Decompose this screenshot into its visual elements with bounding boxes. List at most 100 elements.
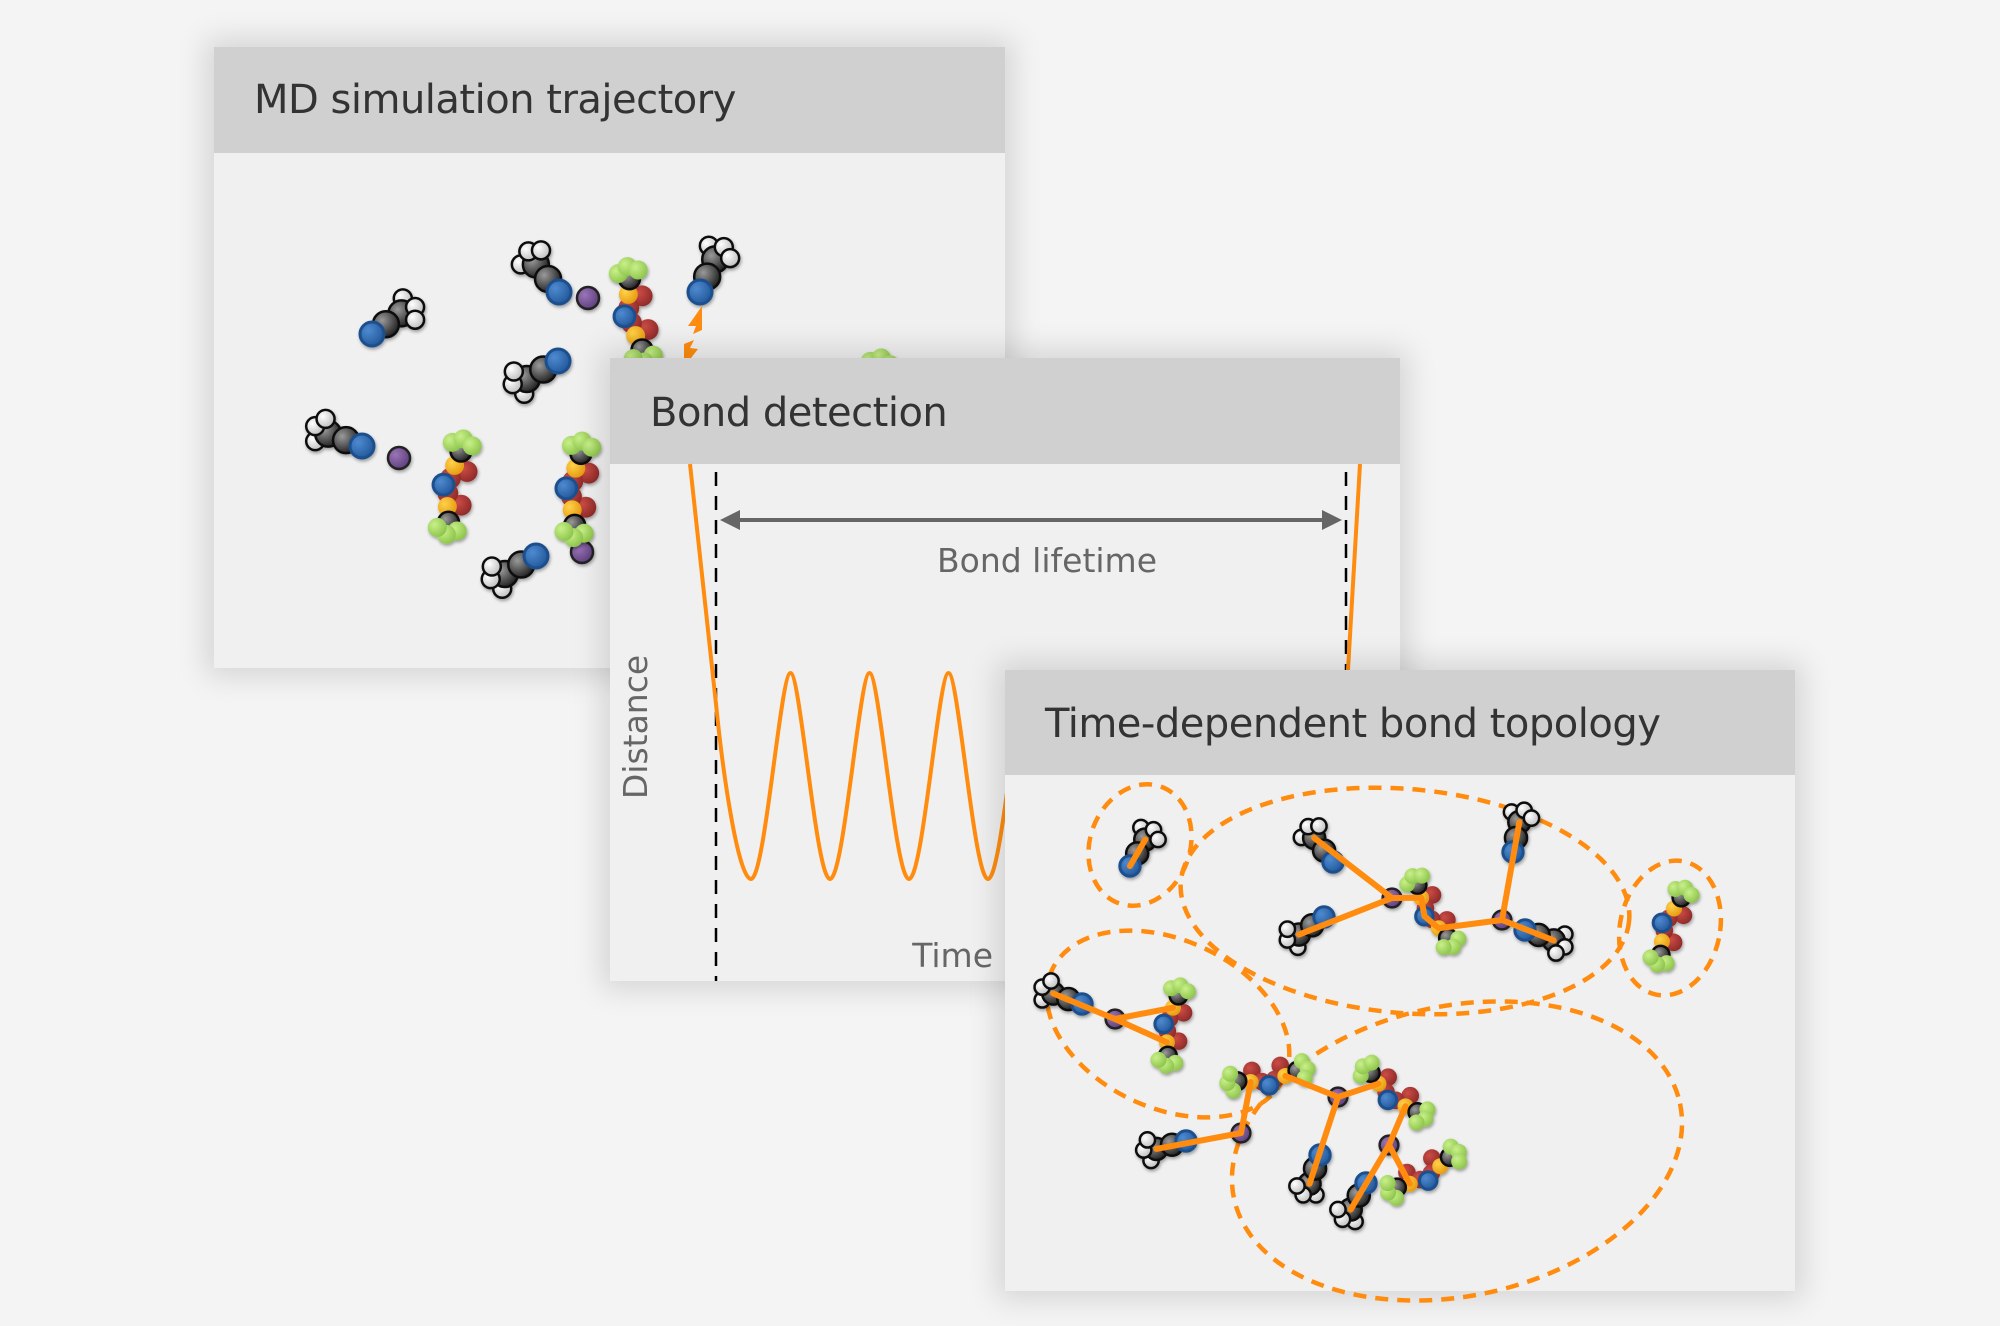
atom-hydrogen	[404, 309, 426, 330]
atom-fluorine	[1363, 1054, 1380, 1071]
atom-fluorine	[1683, 886, 1700, 903]
panel-bond-detection: Bond detection Bond lifetime Distance Ti…	[610, 358, 1400, 981]
atom-hydrogen	[315, 408, 336, 430]
atom-hydrogen	[1278, 920, 1297, 939]
atom-fluorine	[1413, 867, 1430, 884]
atom-fluorine	[1179, 983, 1196, 1000]
atom-oxygen	[1664, 933, 1683, 952]
atom-nitrogen	[554, 476, 579, 501]
acetonitrile-molecule	[510, 240, 573, 306]
atom-hydrogen	[1329, 1200, 1347, 1219]
acetonitrile-molecule	[304, 408, 376, 460]
anion-molecule	[554, 431, 602, 548]
atom-nitrogen	[1377, 1089, 1399, 1111]
atom-fluorine	[462, 436, 482, 456]
topology-scene	[1033, 782, 1724, 1303]
atom-nitrogen	[431, 472, 456, 497]
acetonitrile-molecule	[1278, 905, 1336, 957]
panel-bond-topology: Time-dependent bond topology	[1005, 670, 1795, 1303]
y-axis-label: Distance	[616, 655, 655, 799]
acetonitrile-molecule	[502, 347, 572, 405]
lithium-ion	[386, 445, 412, 471]
atom-fluorine	[1435, 939, 1452, 956]
bond-line	[1389, 894, 1442, 932]
bond-line	[1306, 1094, 1341, 1187]
atom-nitrogen	[544, 347, 572, 375]
atom-hydrogen	[1310, 817, 1328, 835]
atom-hydrogen	[530, 240, 552, 261]
bond-line	[1295, 895, 1395, 938]
panel-header: MD simulation trajectory	[214, 47, 1005, 153]
bond-line	[1050, 990, 1118, 1022]
anion-molecule	[1150, 977, 1196, 1074]
atom-nitrogen	[1417, 1170, 1439, 1191]
cluster-boundary-2	[1178, 785, 1632, 1017]
atom-hydrogen	[481, 556, 503, 577]
atom-fluorine	[1408, 1114, 1425, 1131]
panel-title: Bond detection	[650, 390, 948, 436]
atom-fluorine	[1451, 1153, 1468, 1170]
bond-line	[1238, 1079, 1254, 1136]
atom-fluorine	[554, 521, 574, 541]
bond-line	[1112, 1016, 1170, 1046]
bond-lifetime-label: Bond lifetime	[937, 541, 1157, 580]
atom-fluorine	[1222, 1065, 1239, 1082]
bond-network	[1050, 819, 1557, 1213]
arrowhead-left-icon	[720, 510, 740, 530]
atom-fluorine	[1379, 1175, 1396, 1192]
atom-fluorine	[1642, 949, 1659, 966]
atom-fluorine	[628, 260, 648, 280]
bond-line	[1311, 834, 1395, 901]
panel-title: Time-dependent bond topology	[1045, 701, 1661, 747]
atom-nitrogen	[686, 278, 714, 306]
anion-molecule	[1399, 867, 1467, 956]
atom-fluorine	[427, 517, 447, 537]
panel-header: Time-dependent bond topology	[1005, 670, 1795, 775]
acetonitrile-molecule	[686, 235, 741, 306]
panel-title: MD simulation trajectory	[254, 77, 736, 123]
acetonitrile-molecule	[1292, 817, 1345, 874]
bond-line	[1153, 1130, 1244, 1152]
bond-line	[1112, 1004, 1177, 1022]
lithium-ion	[575, 285, 601, 311]
cluster-boundary-5	[1229, 999, 1685, 1303]
atom-hydrogen	[719, 247, 741, 269]
acetonitrile-molecule	[480, 542, 550, 600]
atom-lithium	[386, 445, 412, 471]
atom-lithium	[575, 285, 601, 311]
acetonitrile-molecule	[1501, 801, 1541, 864]
bond-line	[1499, 819, 1523, 923]
atom-hydrogen	[503, 361, 525, 382]
atom-fluorine	[582, 437, 602, 457]
panel-header: Bond detection	[610, 358, 1400, 464]
atom-nitrogen	[522, 542, 550, 570]
acetonitrile-molecule	[358, 288, 426, 348]
bond-line	[1435, 917, 1505, 932]
atom-nitrogen	[545, 278, 573, 306]
bond-line	[1386, 1103, 1409, 1148]
topology-canvas	[1005, 775, 1795, 1303]
atom-fluorine	[1150, 1051, 1167, 1068]
atom-hydrogen	[1522, 809, 1541, 828]
x-axis-label: Time	[911, 936, 993, 975]
anion-molecule	[608, 257, 663, 372]
bond-line	[1386, 1142, 1413, 1187]
bond-line	[1335, 1080, 1382, 1100]
atom-nitrogen	[1153, 1013, 1174, 1035]
atom-nitrogen	[612, 304, 637, 329]
atom-nitrogen	[1651, 912, 1673, 934]
bond-line	[1347, 1142, 1392, 1213]
anion-molecule	[1219, 1053, 1316, 1099]
anion-molecule	[1379, 1138, 1468, 1206]
bond-line	[1127, 836, 1149, 869]
atom-nitrogen	[358, 320, 386, 348]
anion-molecule	[1352, 1054, 1436, 1131]
bond-line	[1282, 1072, 1341, 1100]
anion-molecule	[427, 429, 482, 544]
arrowhead-right-icon	[1322, 510, 1342, 530]
anion-molecule	[1642, 879, 1700, 973]
atom-hydrogen	[1042, 972, 1060, 990]
cluster-boundary-1	[1086, 782, 1194, 908]
atom-hydrogen	[1288, 1177, 1306, 1195]
atom-hydrogen	[1547, 944, 1565, 962]
